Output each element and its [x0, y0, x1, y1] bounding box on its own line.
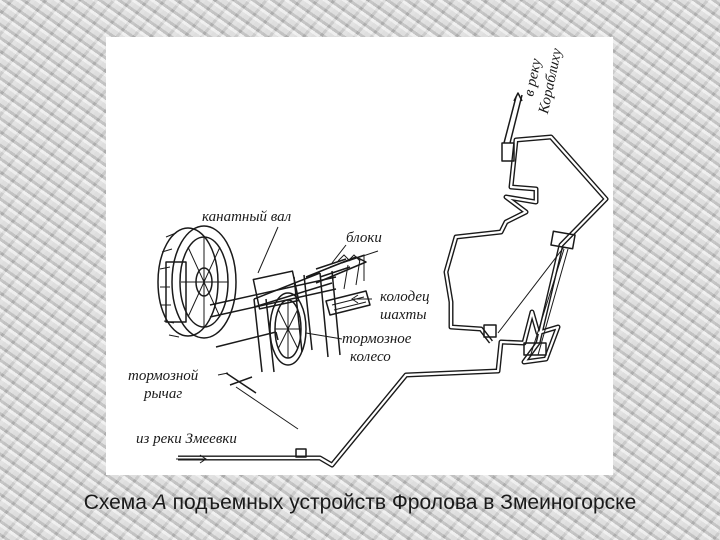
rope-shaft-pointer [258, 227, 278, 273]
well-label-line2: шахты [380, 307, 426, 323]
mine-well [326, 259, 370, 315]
blocks-and-ropes [316, 251, 378, 281]
scheme-panel: в реку Кораблиху канатный вал блоки коло… [106, 37, 613, 475]
well-label-line1: колодец [380, 289, 430, 305]
to-river-label: в реку Кораблиху [518, 43, 565, 116]
brake-lever-label-line2: рычаг [143, 386, 182, 402]
brake-wheel-label-line1: тормозное [342, 331, 412, 347]
caption: Схема А подъемных устройств Фролова в Зм… [0, 491, 720, 531]
sluice-boxes [484, 231, 575, 357]
brake-lever [226, 373, 298, 429]
from-river-label: из реки Змеевки [136, 431, 237, 447]
caption-letter: А [153, 491, 167, 514]
brake-wheel-label-line2: колесо [350, 349, 391, 365]
outlet-structure [502, 93, 522, 161]
blocks-label: блоки [346, 230, 382, 246]
water-wheel [158, 226, 236, 338]
hoist-frame [216, 257, 366, 372]
brake-lever-label-line1: тормозной [128, 368, 199, 384]
scheme-drawing: в реку Кораблиху канатный вал блоки коло… [106, 37, 613, 475]
caption-prefix: Схема [84, 491, 153, 514]
rope-shaft-label: канатный вал [202, 209, 292, 225]
caption-rest: подъемных устройств Фролова в Змеиногорс… [167, 491, 637, 514]
